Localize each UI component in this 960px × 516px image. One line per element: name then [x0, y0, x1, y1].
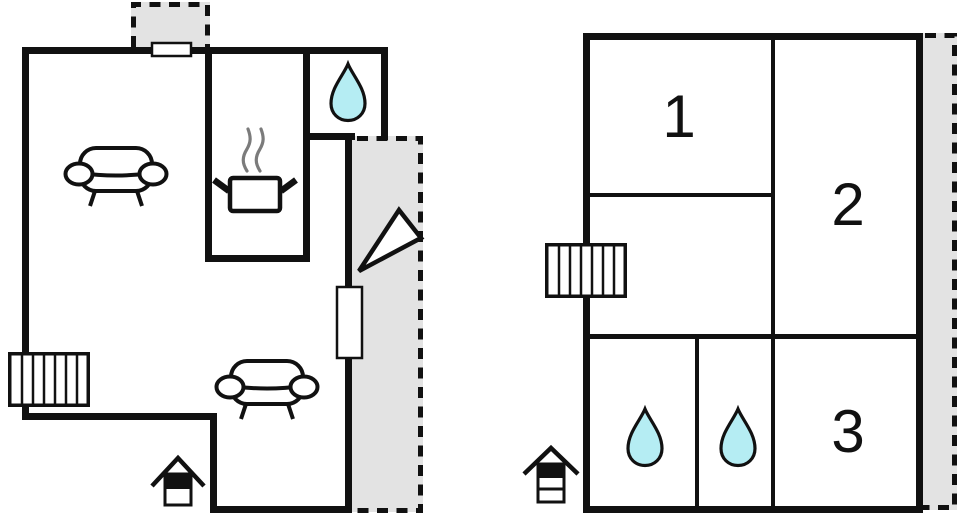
shaded-terrace-area [352, 136, 423, 513]
stair-steps [20, 354, 79, 405]
window-marker [150, 41, 193, 58]
wall [305, 133, 355, 140]
house-roof [522, 444, 580, 476]
house-band [165, 474, 191, 489]
wall [205, 255, 310, 262]
water-drop-icon [719, 404, 757, 468]
shaded-annex-area [131, 2, 210, 47]
floor-plan-right: 1 2 3 [522, 33, 957, 513]
pot-handles [212, 177, 298, 194]
room-label-3: 3 [831, 398, 864, 465]
room-label-1: 1 [662, 83, 695, 150]
direction-arrow-icon [357, 206, 425, 273]
pot [227, 175, 283, 214]
wall [210, 413, 217, 513]
wall [771, 40, 775, 506]
walls-left-plan [22, 47, 388, 513]
entrance-house-icon [522, 444, 580, 504]
annex-dashed-border [131, 2, 210, 47]
wall [583, 33, 923, 40]
shaded-side-area [923, 33, 957, 510]
stair-steps [557, 245, 616, 296]
wall [205, 47, 212, 262]
sofa-legs [239, 403, 295, 420]
wall [210, 506, 352, 513]
house-roof [150, 454, 206, 488]
side-dashed-border [923, 33, 957, 510]
wall [22, 413, 217, 420]
terrace-dashed-border [352, 136, 423, 513]
floor-plan-left [8, 2, 425, 513]
wall [590, 334, 916, 339]
wall [695, 339, 699, 506]
entrance-house-icon [150, 454, 206, 507]
terrace-shade [352, 136, 423, 512]
steam-lines [241, 127, 265, 173]
wall [303, 47, 310, 262]
sofa-armrest [214, 374, 246, 400]
water-drop-icon [329, 59, 367, 123]
wall [590, 193, 771, 197]
window-marker [335, 285, 364, 360]
wall [583, 506, 923, 513]
house-band [538, 464, 564, 478]
sofa-legs [88, 190, 144, 207]
sofa-icon [214, 359, 320, 420]
wall [916, 33, 923, 513]
sofa-icon [63, 146, 169, 207]
sofa-armrest [137, 161, 169, 187]
stairs-icon [545, 243, 627, 298]
annex-shade [131, 2, 210, 47]
wall [381, 47, 388, 140]
water-drop-icon [626, 404, 664, 468]
stairs-icon [8, 352, 90, 407]
side-shade [923, 33, 957, 510]
stove-icon [212, 127, 298, 214]
wall [22, 47, 29, 420]
sofa-armrest [288, 374, 320, 400]
room-label-2: 2 [831, 171, 864, 238]
sofa-armrest [63, 161, 95, 187]
